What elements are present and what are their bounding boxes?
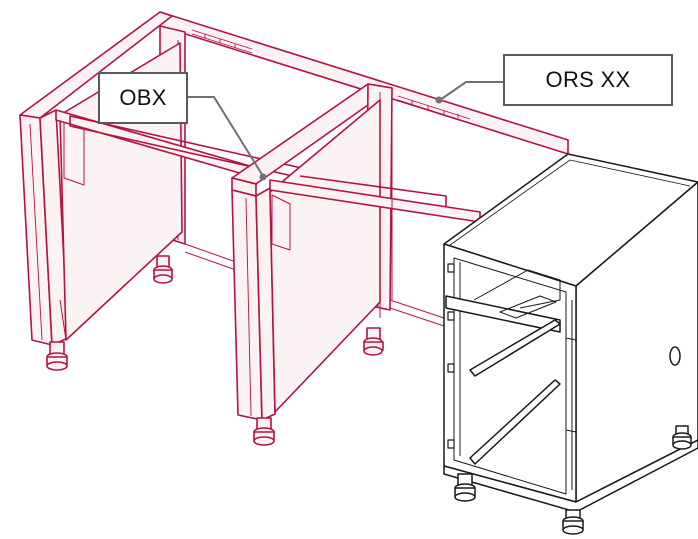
frame-assembly (19, 11, 569, 446)
left-back-leg (153, 255, 173, 284)
obx-label-text: OBX (119, 85, 167, 110)
cabinet-bottom (443, 439, 698, 513)
cabinet-front-right-leg (562, 509, 584, 535)
leader-lines (188, 81, 503, 181)
ors-leader-line (439, 81, 503, 101)
drawer-runner-1 (469, 319, 561, 377)
drawer-cabinet (443, 153, 698, 535)
middle-front-leg (253, 417, 275, 446)
middle-back-leg (363, 327, 384, 356)
cabinet-top-stretcher (445, 269, 561, 333)
cabinet-front-left-leg (454, 473, 476, 502)
drawer-runner-2 (469, 379, 561, 465)
left-front-leg (46, 341, 68, 371)
ors-label: ORS XX (503, 54, 673, 106)
obx-leader-line (188, 96, 264, 177)
back-rail-right (299, 175, 447, 206)
right-rear-panel (379, 100, 445, 327)
cabinet-clips (447, 263, 455, 449)
middle-front-post (231, 187, 276, 421)
cabinet-side-hole (669, 346, 681, 366)
ors-label-text: ORS XX (545, 67, 631, 92)
cabinet-front-dividers (565, 300, 577, 490)
cabinet-inner-left (453, 258, 461, 460)
cabinet-back-right-leg (672, 425, 692, 450)
obx-label: OBX (98, 72, 188, 124)
